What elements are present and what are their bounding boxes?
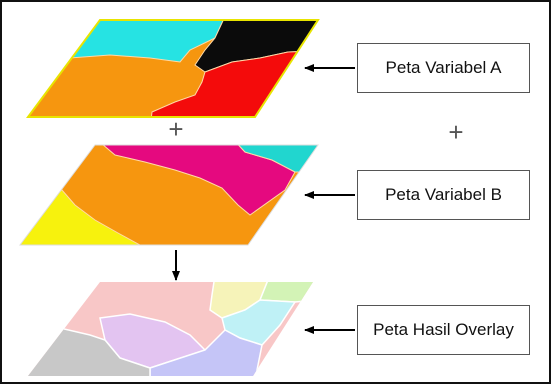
map-a-border (26, 19, 320, 118)
plus-left: + (168, 114, 183, 144)
plus-right: + (448, 117, 463, 147)
label-peta-hasil-overlay: Peta Hasil Overlay (357, 305, 530, 355)
map-b-border (19, 144, 319, 246)
label-peta-variabel-a: Peta Variabel A (357, 43, 530, 93)
label-peta-variabel-b: Peta Variabel B (357, 170, 530, 220)
map-hasil-overlay (28, 282, 313, 376)
map-a-cyan-region (69, 20, 229, 63)
overlay-blue-region (149, 329, 263, 376)
